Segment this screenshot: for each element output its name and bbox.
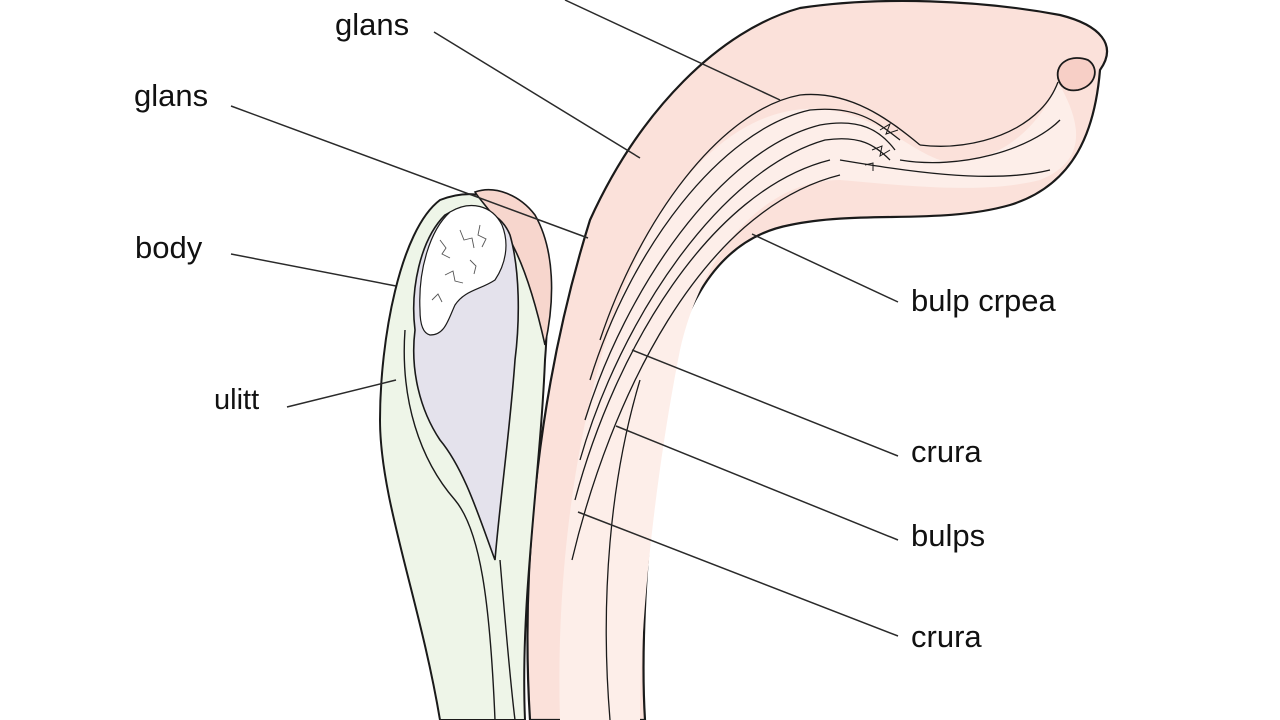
- glans-knob-shape: [1056, 57, 1096, 92]
- leader-clitoris: [286, 379, 397, 408]
- label-clitoris: ulitt: [214, 384, 260, 416]
- label-glans-lower: glans: [134, 78, 209, 113]
- fiber-ends: [864, 122, 899, 171]
- inner-band-shape: [559, 82, 1077, 720]
- label-crura-lower: crura: [911, 619, 982, 654]
- leader-lines: [230, 0, 899, 637]
- leader-crura-lower: [577, 511, 899, 637]
- label-glans-upper: glans: [335, 7, 410, 42]
- label-body: body: [135, 230, 203, 265]
- left-inner-lines: [403, 329, 516, 720]
- leader-glans-lower: [230, 105, 589, 239]
- label-bulb-corpea: bulp crpea: [911, 283, 1056, 318]
- leader-bulbs: [615, 425, 899, 541]
- leader-body: [230, 253, 397, 287]
- label-bulbs: bulps: [911, 518, 986, 553]
- tip-texture: [431, 224, 487, 303]
- leader-glans-upper: [433, 31, 641, 159]
- fiber-lines: [571, 81, 1061, 720]
- leader-bulb-corpea: [751, 233, 899, 303]
- label-crura-upper: crura: [911, 434, 982, 469]
- leader-crura-upper: [631, 349, 899, 457]
- leader-glans-top: [564, 0, 781, 101]
